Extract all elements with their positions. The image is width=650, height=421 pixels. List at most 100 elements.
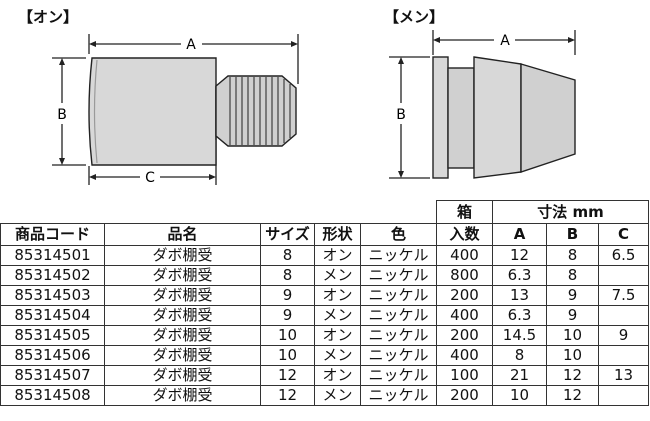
cell-color: ニッケル — [360, 365, 437, 386]
cell-c: 13 — [597, 365, 650, 386]
men-flange-shape — [432, 56, 449, 179]
on-dim-c-arrow-left — [89, 174, 96, 180]
cell-c — [597, 265, 650, 286]
cell-color: ニッケル — [360, 265, 437, 286]
cell-name: ダボ棚受 — [104, 325, 261, 346]
cell-size: 10 — [260, 325, 315, 346]
cell-name: ダボ棚受 — [104, 385, 261, 406]
on-body-shading — [93, 59, 98, 164]
cell-name: ダボ棚受 — [104, 345, 261, 366]
cell-a: 6.3 — [492, 265, 547, 286]
header-row-1: 箱 寸法 mm — [1, 200, 650, 224]
header-dim-group: 寸法 mm — [491, 200, 650, 224]
cell-qty: 400 — [436, 245, 493, 266]
cell-size: 8 — [260, 265, 315, 286]
cell-a: 21 — [492, 365, 547, 386]
header-spacer — [105, 201, 261, 224]
cell-qty: 100 — [436, 365, 493, 386]
cell-color: ニッケル — [360, 285, 437, 306]
on-dim-b-arrow-top — [59, 58, 65, 65]
cell-size: 8 — [260, 245, 315, 266]
header-qty-top: 箱 — [436, 200, 493, 224]
cell-color: ニッケル — [360, 385, 437, 406]
cell-qty: 400 — [436, 345, 493, 366]
product-diagrams: 【オン】 【メン】 A B C — [0, 0, 650, 200]
cell-qty: 400 — [436, 305, 493, 326]
on-dim-a-text: A — [186, 37, 196, 53]
cell-shape: オン — [314, 325, 361, 346]
cell-a: 14.5 — [492, 325, 547, 346]
cell-color: ニッケル — [360, 305, 437, 326]
men-dim-b-arrow-bottom — [398, 171, 404, 178]
cell-code: 85314508 — [0, 385, 105, 406]
cell-code: 85314505 — [0, 325, 105, 346]
cell-c — [597, 385, 650, 406]
spec-table: 箱 寸法 mm 商品コード 品名 サイズ 形状 色 入数 A B C 85314… — [0, 200, 650, 406]
men-cone-back-shape — [473, 56, 522, 179]
cell-size: 10 — [260, 345, 315, 366]
cell-shape: メン — [314, 385, 361, 406]
cell-qty: 200 — [436, 385, 493, 406]
cell-a: 6.3 — [492, 305, 547, 326]
cell-shape: メン — [314, 265, 361, 286]
on-body-shape — [88, 57, 217, 166]
header-size: サイズ — [260, 223, 315, 246]
cell-b: 9 — [546, 285, 599, 306]
cell-shape: オン — [314, 245, 361, 266]
header-color: 色 — [360, 223, 437, 246]
cell-shape: メン — [314, 305, 361, 326]
cell-b: 12 — [546, 385, 599, 406]
header-qty-bottom: 入数 — [436, 223, 493, 246]
on-diagram-label: 【オン】 — [18, 8, 79, 26]
header-spacer — [261, 201, 315, 224]
men-dim-b-arrow-top — [398, 57, 404, 64]
header-code: 商品コード — [0, 223, 105, 246]
header-a: A — [492, 223, 547, 246]
cell-b: 9 — [546, 305, 599, 326]
cell-b: 8 — [546, 245, 599, 266]
cell-c — [597, 305, 650, 326]
cell-code: 85314501 — [0, 245, 105, 266]
cell-code: 85314503 — [0, 285, 105, 306]
on-dim-a-arrow-left — [89, 41, 96, 47]
header-spacer — [315, 201, 361, 224]
header-shape: 形状 — [314, 223, 361, 246]
on-dim-b-arrow-bottom — [59, 158, 65, 165]
men-dim-a-arrow-left — [433, 37, 440, 43]
on-dim-c-arrow-right — [209, 174, 216, 180]
on-dim-a-arrow-right — [291, 41, 298, 47]
header-b: B — [546, 223, 599, 246]
cell-b: 8 — [546, 265, 599, 286]
cell-name: ダボ棚受 — [104, 285, 261, 306]
on-dim-b-text: B — [57, 107, 67, 123]
cell-size: 9 — [260, 285, 315, 306]
header-c: C — [597, 223, 650, 246]
cell-size: 9 — [260, 305, 315, 326]
header-name: 品名 — [104, 223, 261, 246]
diagram-drawing: A B C — [52, 30, 576, 186]
cell-b: 12 — [546, 365, 599, 386]
cell-code: 85314507 — [0, 365, 105, 386]
cell-name: ダボ棚受 — [104, 245, 261, 266]
cell-c: 7.5 — [597, 285, 650, 306]
cell-b: 10 — [546, 325, 599, 346]
cell-color: ニッケル — [360, 245, 437, 266]
cell-c: 9 — [597, 325, 650, 346]
cell-b: 10 — [546, 345, 599, 366]
cell-qty: 200 — [436, 325, 493, 346]
men-dim-a-arrow-right — [568, 37, 575, 43]
cell-c: 6.5 — [597, 245, 650, 266]
cell-code: 85314504 — [0, 305, 105, 326]
cell-color: ニッケル — [360, 345, 437, 366]
header-spacer — [360, 200, 437, 224]
cell-name: ダボ棚受 — [104, 365, 261, 386]
cell-c — [597, 345, 650, 366]
cell-name: ダボ棚受 — [104, 305, 261, 326]
men-dim-b-text: B — [396, 107, 406, 123]
